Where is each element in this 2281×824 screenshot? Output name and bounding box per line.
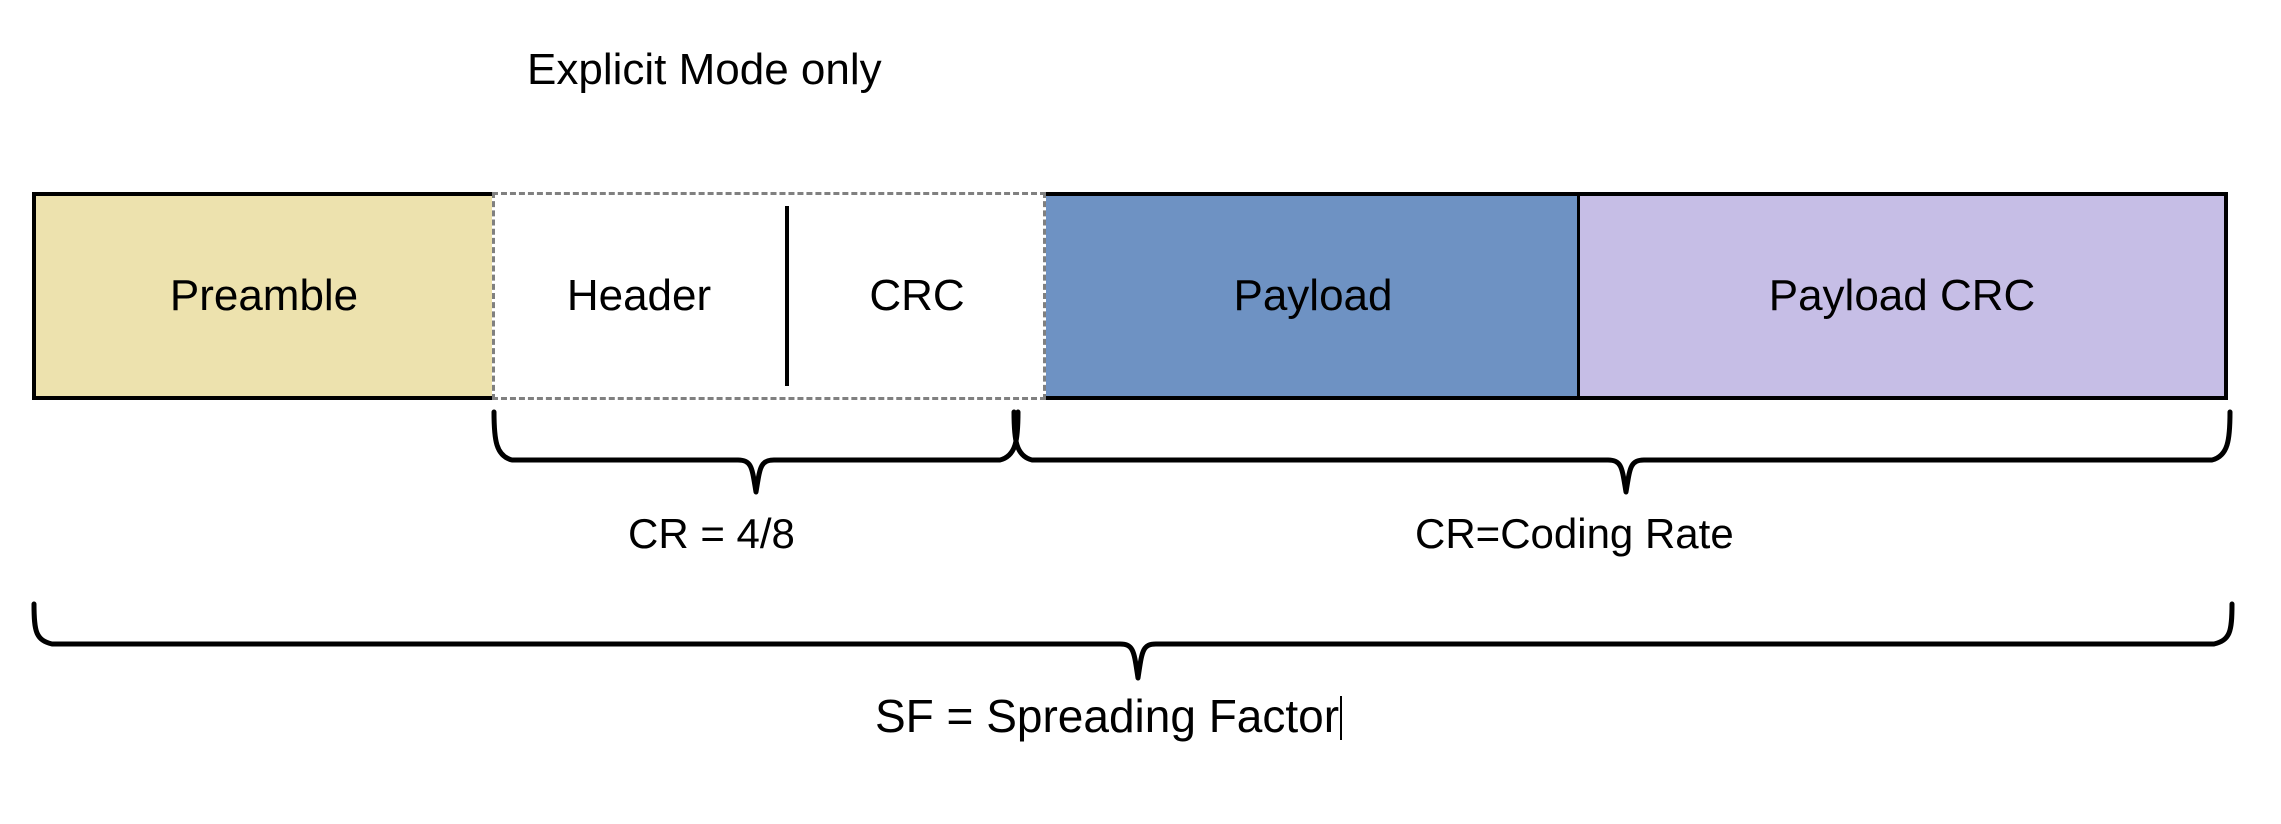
cr-definition-brace-path (1011, 409, 2233, 495)
segment-header-label: Header (566, 271, 712, 320)
text-cursor-caret (1340, 696, 1343, 740)
segment-crc-label: CRC (869, 271, 965, 320)
segment-preamble-label: Preamble (169, 271, 359, 320)
segment-payload-crc-label: Payload CRC (1768, 271, 2036, 320)
sf-caption: SF = Spreading Factor (875, 690, 1343, 742)
explicit-header-group (492, 192, 1046, 400)
segment-preamble[interactable]: Preamble (32, 192, 492, 400)
payload-payloadcrc-divider (1577, 192, 1581, 400)
packet-structure-bar: Preamble Header CRC Payload Payload CRC (32, 192, 2228, 400)
sf-caption-text: SF = Spreading Factor (875, 690, 1340, 742)
segment-payload[interactable]: Payload (1046, 192, 1580, 400)
cr-brace-caption: CR = 4/8 (628, 510, 795, 557)
cr-definition-caption: CR=Coding Rate (1415, 510, 1734, 557)
segment-header[interactable]: Header (492, 192, 786, 400)
header-crc-divider (785, 206, 789, 386)
explicit-mode-title: Explicit Mode only (527, 45, 882, 94)
segment-payload-crc[interactable]: Payload CRC (1580, 192, 2228, 400)
cr-brace-path (491, 409, 1021, 495)
segment-crc[interactable]: CRC (788, 192, 1046, 400)
sf-brace-path (31, 601, 2235, 681)
segment-payload-label: Payload (1233, 271, 1393, 320)
